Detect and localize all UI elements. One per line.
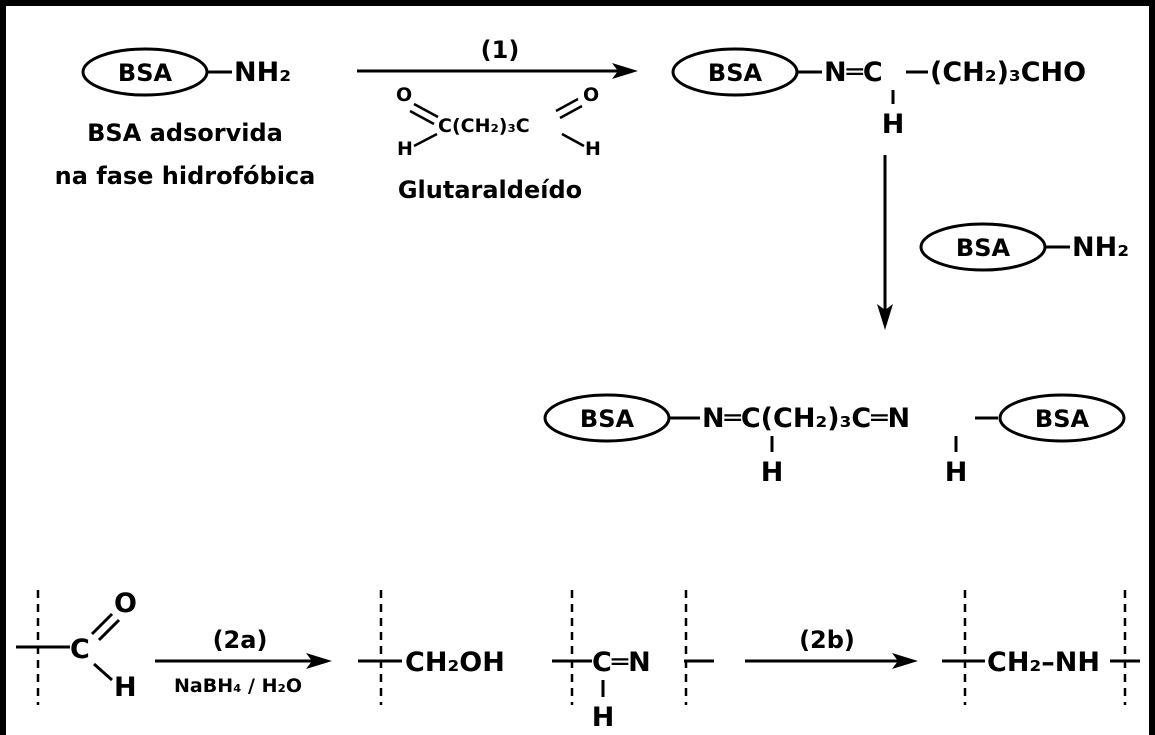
bsa-label: BSA [956, 234, 1011, 262]
product-1: BSA N═C (CH₂)₃CHO H [671, 47, 1086, 140]
imine-hydrogen-left: H [761, 457, 784, 488]
bsa-label: BSA [580, 405, 635, 433]
imine-hydrogen: H [882, 109, 905, 140]
bsa-amine-reagent: BSA NH₂ [919, 222, 1129, 272]
imine-group: C═N [592, 647, 651, 678]
step-2a-arrow [155, 653, 332, 669]
glutaraldehyde-name: Glutaraldeído [398, 176, 582, 204]
hydroxymethyl-group: CH₂OH [405, 647, 505, 678]
aldehyde-chain: (CH₂)₃CHO [930, 57, 1086, 88]
bsa-label: BSA [708, 59, 763, 87]
step-2a-label: (2a) [213, 626, 268, 654]
amine-product: CH₂–NH [942, 590, 1140, 705]
step-1-arrow [357, 63, 638, 79]
hydrogen-right: H [585, 138, 601, 160]
aminomethyl-group: CH₂–NH [987, 647, 1100, 678]
crosslink-arrow [877, 155, 893, 330]
amine-group: NH₂ [1072, 232, 1129, 263]
aldehyde-oxygen: O [114, 588, 137, 619]
bsa-oval [998, 393, 1126, 443]
bis-imine-linkage: N═C(CH₂)₃C═N [702, 403, 910, 434]
oxygen-right: O [583, 84, 599, 106]
aldehyde-hydrogen: H [114, 672, 137, 703]
step-2b-label: (2b) [799, 626, 855, 654]
alcohol-product: CH₂OH [358, 590, 505, 705]
imine-linkage: N═C [824, 57, 883, 88]
amine-group: NH₂ [234, 57, 291, 88]
glutaraldehyde-structure: O C(CH₂)₃C O H H [396, 84, 601, 160]
caption-line-2: na fase hidrofóbica [55, 162, 316, 190]
step-2a-reagent: NaBH₄ / H₂O [174, 675, 302, 697]
hydrogen-left: H [397, 138, 413, 160]
crosslinked-product: BSA N═C(CH₂)₃C═N BSA H H [543, 393, 1126, 488]
residual-aldehyde: C O H [16, 588, 137, 705]
bsa-label: BSA [1035, 405, 1090, 433]
step-1-label: (1) [481, 36, 520, 64]
imine-hydrogen: H [592, 702, 615, 733]
oxygen-left: O [396, 84, 412, 106]
imine-hydrogen-right: H [945, 457, 968, 488]
step-2b-arrow [745, 653, 918, 669]
bsa-label: BSA [118, 59, 173, 87]
bsa-amine-start: BSA NH₂ [81, 47, 291, 97]
caption-line-1: BSA adsorvida [87, 119, 283, 147]
residual-imine: C═N H [552, 590, 714, 733]
aldehyde-carbon: C [70, 634, 90, 665]
reagent-center: C(CH₂)₃C [438, 115, 530, 137]
